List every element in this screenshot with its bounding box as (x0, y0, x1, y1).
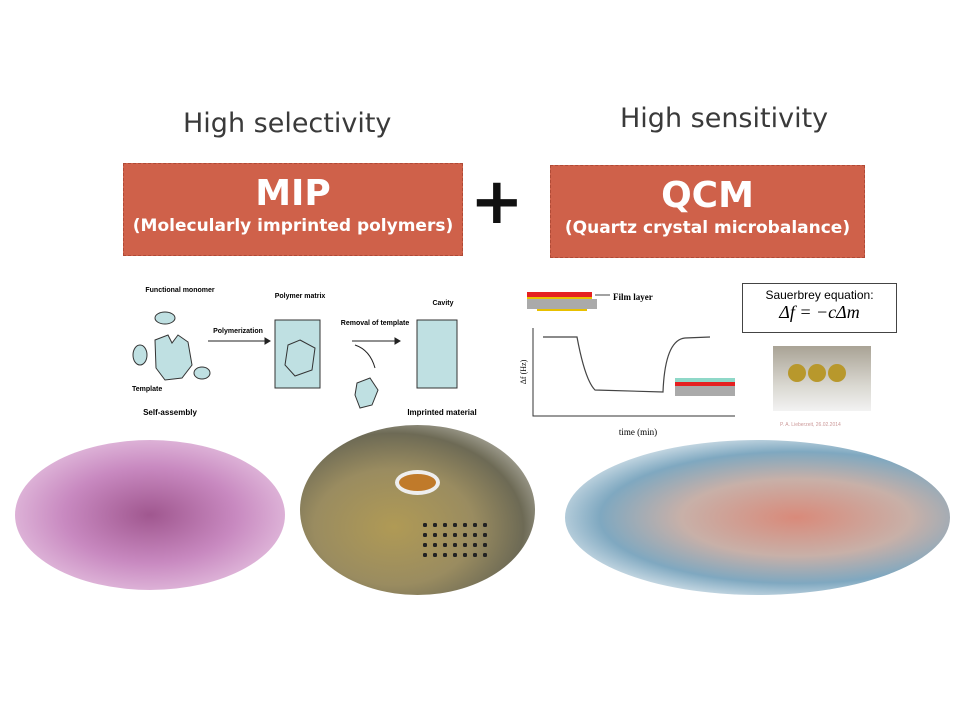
mip-powder-photo (300, 425, 535, 595)
qcm-box: QCM (Quartz crystal microbalance) (550, 165, 865, 258)
label-cavity: Cavity (432, 300, 453, 307)
mip-subtitle: (Molecularly imprinted polymers) (132, 216, 454, 236)
qcm-title: QCM (661, 175, 754, 216)
seafood-photo (565, 440, 950, 595)
label-template: Template (132, 386, 162, 393)
qcm-subtitle: (Quartz crystal microbalance) (564, 218, 851, 238)
x-axis-label: time (min) (619, 427, 657, 437)
bacteria-photo (15, 440, 285, 590)
equation-title: Sauerbrey equation: (765, 288, 874, 302)
equation: Δf = −cΔm (779, 302, 860, 322)
left-heading: High selectivity (183, 108, 392, 139)
mip-process-diagram: Functional monomer Template Self-assembl… (132, 287, 477, 417)
qcm-response-diagram: Film layer Δf (Hz) time (min) (519, 292, 735, 437)
sauerbrey-equation-box: Sauerbrey equation: Δf = −cΔm (742, 283, 897, 333)
label-removal: Removal of template (341, 320, 410, 327)
y-axis-label: Δf (Hz) (519, 359, 528, 384)
photo-credit: P. A. Lieberzeit, 26.02.2014 (780, 422, 841, 428)
mip-title: MIP (255, 173, 331, 214)
label-film-layer: Film layer (613, 292, 653, 302)
label-functional-monomer: Functional monomer (145, 287, 215, 294)
qcm-crystal-photo (773, 346, 871, 411)
label-polymer-matrix: Polymer matrix (275, 293, 326, 300)
label-self-assembly: Self-assembly (143, 408, 197, 417)
label-imprinted: Imprinted material (407, 408, 476, 417)
mip-box: MIP (Molecularly imprinted polymers) (123, 163, 463, 256)
right-heading: High sensitivity (620, 103, 829, 134)
plus-sign: + (470, 165, 524, 239)
label-polymerization: Polymerization (213, 328, 263, 335)
